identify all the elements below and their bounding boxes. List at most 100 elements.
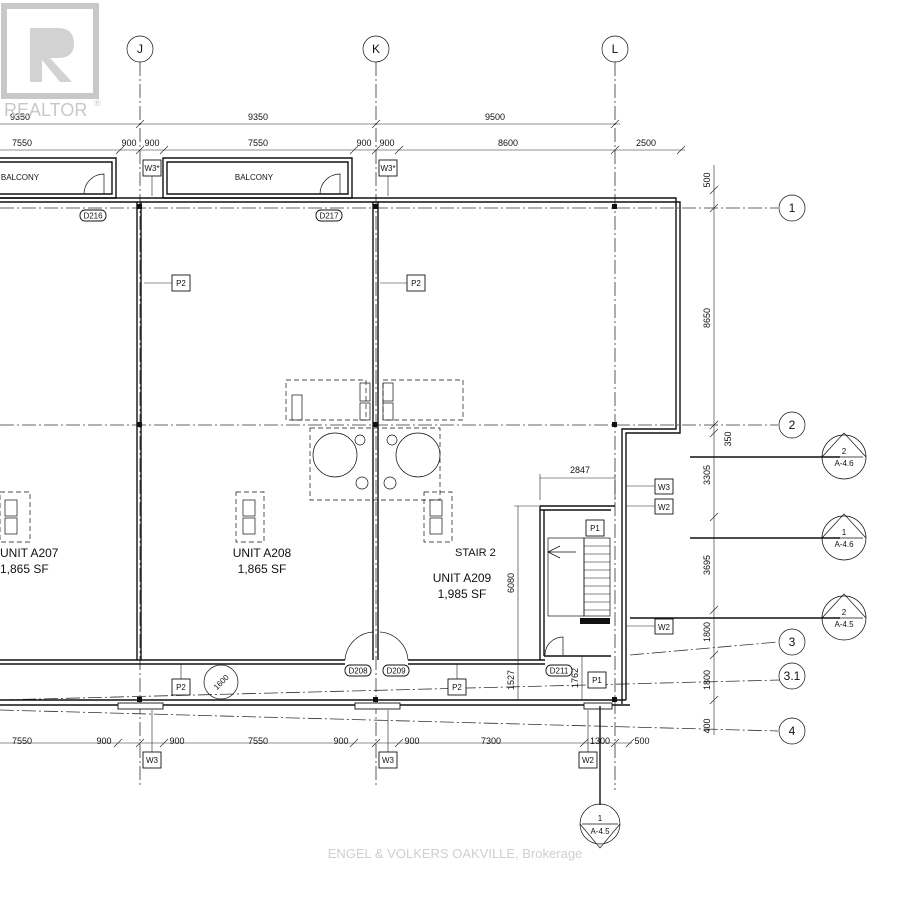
svg-text:7550: 7550: [248, 138, 268, 148]
window-bottom-j: [117, 702, 164, 710]
mech-units-center: [0, 379, 464, 543]
section-marker-1-a45: 1 A-4.5: [579, 706, 621, 849]
svg-text:9350: 9350: [10, 112, 30, 122]
tag-p1-stair-bottom: P1: [587, 671, 607, 689]
exterior-wall-north-east-inner: [0, 197, 677, 704]
svg-text:2: 2: [789, 418, 796, 432]
stair-dimension-2847: 2847: [539, 465, 616, 500]
svg-text:REALTOR: REALTOR: [4, 100, 87, 120]
svg-text:7300: 7300: [481, 736, 501, 746]
column-k1: [373, 204, 378, 209]
tag-w2-bottom-l: W2: [578, 710, 598, 769]
svg-text:2: 2: [842, 608, 847, 617]
column-j4: [137, 697, 142, 702]
svg-text:1800: 1800: [702, 670, 712, 690]
gridline-3-1: [0, 679, 781, 701]
svg-text:W3: W3: [146, 756, 159, 765]
tag-w3-east: W3: [626, 478, 674, 495]
svg-text:K: K: [372, 42, 380, 56]
column-k2: [373, 422, 378, 427]
column-l2: [612, 422, 617, 427]
svg-text:7550: 7550: [248, 736, 268, 746]
radius-tag-1600: 1600: [203, 664, 239, 700]
svg-text:W3*: W3*: [380, 164, 395, 173]
unit-a207-area: 1,865 SF: [0, 562, 49, 576]
grid-bubble-l: L: [601, 35, 629, 63]
tag-w2-east-upper: W2: [626, 498, 674, 515]
realtor-logo: REALTOR ®: [1, 3, 101, 120]
section-marker-1-a46: 1 A-4.6: [690, 513, 867, 561]
grid-bubble-3-1: 3.1: [778, 662, 806, 690]
svg-text:900: 900: [356, 138, 371, 148]
unit-a208-label: UNIT A208: [233, 546, 292, 560]
grid-bubble-j: J: [126, 35, 154, 63]
brokerage-watermark: ENGEL & VOLKERS OAKVILLE, Brokerage: [328, 846, 583, 861]
svg-text:P2: P2: [176, 279, 186, 288]
svg-text:7550: 7550: [12, 736, 32, 746]
svg-text:A-4.5: A-4.5: [834, 620, 854, 629]
svg-text:500: 500: [702, 172, 712, 187]
demising-wall-a207-a208: [136, 202, 142, 660]
svg-text:9500: 9500: [485, 112, 505, 122]
tag-p1-stair-top: P1: [585, 519, 605, 537]
svg-text:900: 900: [333, 736, 348, 746]
right-dimension-string: 500 8650 350 3305 3695 1800 1800 400: [702, 165, 733, 735]
top-dimension-row-2: 7550 900 900 7550 900 900 8600 2500: [0, 138, 686, 155]
unit-a207-label: UNIT A207: [0, 546, 59, 560]
section-marker-2-a46: 2 A-4.6: [690, 432, 867, 480]
stair-dimension-6080: 6080: [506, 505, 540, 660]
svg-text:1762: 1762: [570, 668, 580, 688]
grid-bubble-1: 1: [778, 194, 806, 222]
svg-text:D209: D209: [386, 667, 406, 676]
tag-w3s-k: W3*: [378, 159, 398, 196]
svg-text:D217: D217: [319, 212, 339, 221]
stair-dimension-1762: 1762: [570, 656, 583, 700]
svg-text:1: 1: [789, 201, 796, 215]
svg-text:P1: P1: [590, 524, 600, 533]
balcony-mid-inner: [166, 161, 349, 195]
svg-text:2500: 2500: [636, 138, 656, 148]
door-tag-d209: D209: [382, 664, 410, 677]
svg-text:®: ®: [94, 98, 101, 108]
door-tag-d217: D217: [315, 209, 343, 222]
svg-text:1: 1: [842, 528, 847, 537]
svg-text:A-4.5: A-4.5: [590, 827, 610, 836]
column-l4: [612, 697, 617, 702]
svg-text:W3: W3: [658, 483, 671, 492]
grid-bubble-3: 3: [778, 628, 806, 656]
svg-text:900: 900: [121, 138, 136, 148]
svg-text:1600: 1600: [212, 672, 231, 691]
unit-a209-label: UNIT A209: [433, 571, 492, 585]
svg-text:3.1: 3.1: [784, 669, 801, 683]
door-tag-d208: D208: [344, 664, 372, 677]
svg-text:D208: D208: [348, 667, 368, 676]
svg-text:400: 400: [702, 718, 712, 733]
svg-text:A-4.6: A-4.6: [834, 459, 854, 468]
svg-text:2847: 2847: [570, 465, 590, 475]
door-tag-d216: D216: [79, 209, 107, 222]
grid-bubble-4: 4: [778, 717, 806, 745]
svg-text:1: 1: [598, 814, 603, 823]
svg-text:1800: 1800: [702, 622, 712, 642]
column-l1: [612, 204, 617, 209]
top-dimension-row-1: 9350 9350 9500: [0, 112, 620, 129]
gridline-3: [629, 641, 779, 656]
plumbing-fixtures: [4, 382, 443, 535]
gridline-4: [0, 709, 779, 732]
svg-text:9350: 9350: [248, 112, 268, 122]
svg-text:W2: W2: [658, 623, 671, 632]
stair-2-label: STAIR 2: [455, 547, 496, 559]
tag-w2-east-lower: W2: [626, 618, 674, 635]
svg-text:900: 900: [379, 138, 394, 148]
svg-text:8600: 8600: [498, 138, 518, 148]
svg-text:3: 3: [789, 635, 796, 649]
window-bottom-k: [354, 702, 401, 710]
demising-wall-a208-a209: [372, 202, 379, 660]
svg-text:4: 4: [789, 724, 796, 738]
grid-bubble-k: K: [362, 35, 390, 63]
svg-text:900: 900: [96, 736, 111, 746]
svg-text:W3*: W3*: [144, 164, 159, 173]
svg-text:P2: P2: [176, 683, 186, 692]
svg-text:W2: W2: [658, 503, 671, 512]
